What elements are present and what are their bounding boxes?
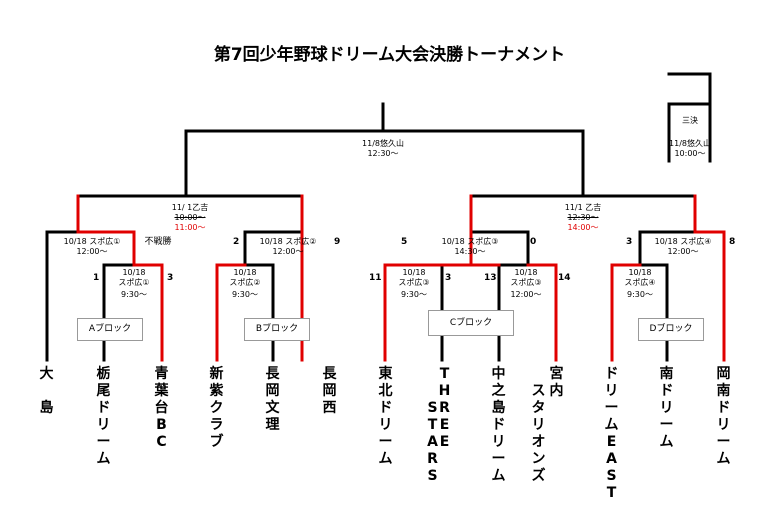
r1d-place: スポ広④ [624, 278, 656, 287]
semi-left-date-place: 11/ 1乙吉 [171, 203, 209, 212]
qf3-score-right: 0 [530, 237, 537, 247]
qf2-score-left: 2 [233, 237, 240, 247]
qf3-date-place: 10/18 スポ広③ [441, 237, 499, 246]
r1c1-score-right: 3 [445, 273, 452, 283]
semi-left-new-time: 11:00〜 [174, 223, 206, 232]
block-b-label: Bブロック [244, 318, 310, 341]
semi-right-new-time: 14:00〜 [567, 223, 599, 232]
qf4-score-left: 3 [626, 237, 633, 247]
qf1-time: 12:00〜 [76, 247, 108, 256]
qf4-time: 12:00〜 [667, 247, 699, 256]
qf4-date-place: 10/18 スポ広④ [654, 237, 712, 246]
r1c2-date: 10/18 [514, 268, 538, 277]
r1c2-score-left: 13 [484, 273, 497, 283]
r1d-date: 10/18 [628, 268, 652, 277]
r1d-time: 9:30〜 [627, 290, 653, 299]
block-a-label: Aブロック [77, 318, 143, 341]
r1d-red [610, 263, 642, 362]
page-title: 第7回少年野球ドリーム大会決勝トーナメント [213, 45, 566, 65]
semi-right-old-time: 12:30〜 [567, 213, 599, 222]
r1c1-score-left: 11 [369, 273, 382, 283]
r1c1-red [383, 263, 416, 362]
final-date-place: 11/8悠久山 [362, 139, 404, 148]
semi-left-old-time: 10:00〜 [174, 213, 206, 222]
qf4-red [693, 230, 726, 362]
third-place-date-place: 11/8悠久山 [669, 139, 711, 148]
r1c2-time: 12:00〜 [510, 290, 542, 299]
r1c2-score-right: 14 [558, 273, 571, 283]
qf2-date-place: 10/18 スポ広② [259, 237, 317, 246]
r1a-score-right: 3 [167, 273, 174, 283]
r1c1-date: 10/18 [402, 268, 426, 277]
qf2-time: 12:00〜 [272, 247, 304, 256]
qf2-score-right: 9 [334, 237, 341, 247]
r1b-time: 9:30〜 [232, 290, 258, 299]
r1b-date: 10/18 [233, 268, 257, 277]
r1a-score-left: 1 [93, 273, 100, 283]
third-place-bracket [667, 72, 712, 106]
qf3-score-left: 5 [401, 237, 408, 247]
r1b-red [215, 263, 247, 362]
r1c1-time: 9:30〜 [401, 290, 427, 299]
r1a-red [132, 263, 164, 362]
qf1-date-place: 10/18 スポ広① [63, 237, 121, 246]
semi-right-date-place: 11/1 乙吉 [564, 203, 602, 212]
r1c1-place: スポ広③ [398, 278, 430, 287]
r1c2-red [526, 263, 558, 362]
qf1-note: 不戦勝 [144, 237, 172, 247]
qf3-time: 14:30〜 [454, 247, 486, 256]
r1b-place: スポ広② [229, 278, 261, 287]
third-place-label: 三決 [682, 116, 698, 125]
block-d-label: Dブロック [638, 318, 704, 341]
final-time: 12:30〜 [367, 149, 399, 158]
semi-left-red [76, 194, 136, 267]
qf4-score-right: 8 [729, 237, 736, 247]
third-place-time: 10:00〜 [674, 149, 706, 158]
r1c2-place: スポ広③ [510, 278, 542, 287]
block-c-label: Cブロック [428, 310, 514, 336]
r1a-date: 10/18 [122, 268, 146, 277]
r1a-time: 9:30〜 [121, 290, 147, 299]
team-oshima: 大島 [39, 366, 54, 416]
r1a-place: スポ広① [118, 278, 150, 287]
